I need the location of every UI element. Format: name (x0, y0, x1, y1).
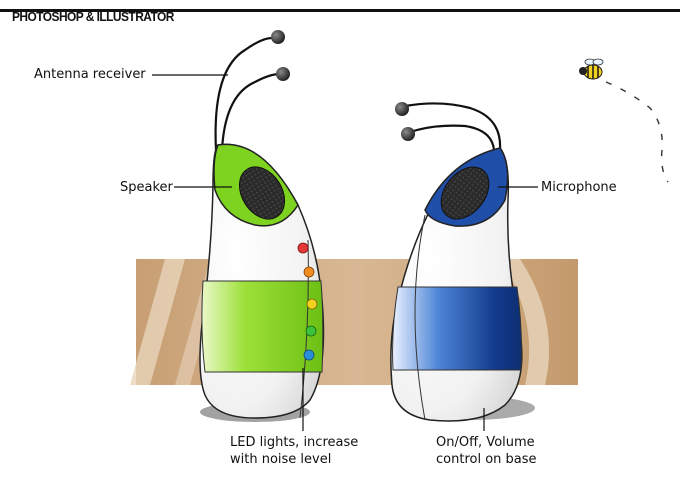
blue-device (390, 102, 523, 422)
blue-antenna-1 (404, 102, 502, 151)
led-strip (297, 242, 318, 361)
green-antenna-ball-1 (271, 30, 285, 44)
header-title: PHOTOSHOP & ILLUSTRATOR (12, 9, 174, 24)
led-label-line-2: with noise level (230, 452, 332, 467)
green-antenna-1 (214, 36, 273, 151)
microphone-grille (440, 166, 490, 220)
blue-antenna-ball-1 (395, 102, 409, 116)
base-label-line-1: On/Off, Volume (436, 435, 535, 450)
led-label-line-1: LED lights, increase (230, 435, 359, 450)
blue-antenna-2 (409, 124, 496, 151)
led-green (305, 325, 317, 337)
green-antenna-2 (220, 72, 281, 151)
header-rule (0, 9, 680, 12)
antenna-label: Antenna receiver (34, 67, 146, 82)
blue-antenna-ball-2 (401, 127, 415, 141)
led-orange (303, 266, 315, 278)
green-antenna-ball-2 (276, 67, 290, 81)
speaker-grille (238, 166, 286, 220)
led-yellow (306, 298, 318, 310)
led-red (297, 242, 309, 254)
bee-icon (579, 58, 604, 80)
speaker-label: Speaker (120, 180, 173, 195)
bee-flight-path (605, 81, 669, 183)
base-label-line-2: control on base (436, 452, 537, 467)
green-device (199, 30, 325, 419)
led-label: LED lights, increase with noise level (230, 434, 358, 468)
microphone-label: Microphone (541, 180, 617, 195)
led-blue (303, 349, 315, 361)
base-control-label: On/Off, Volume control on base (436, 434, 537, 468)
